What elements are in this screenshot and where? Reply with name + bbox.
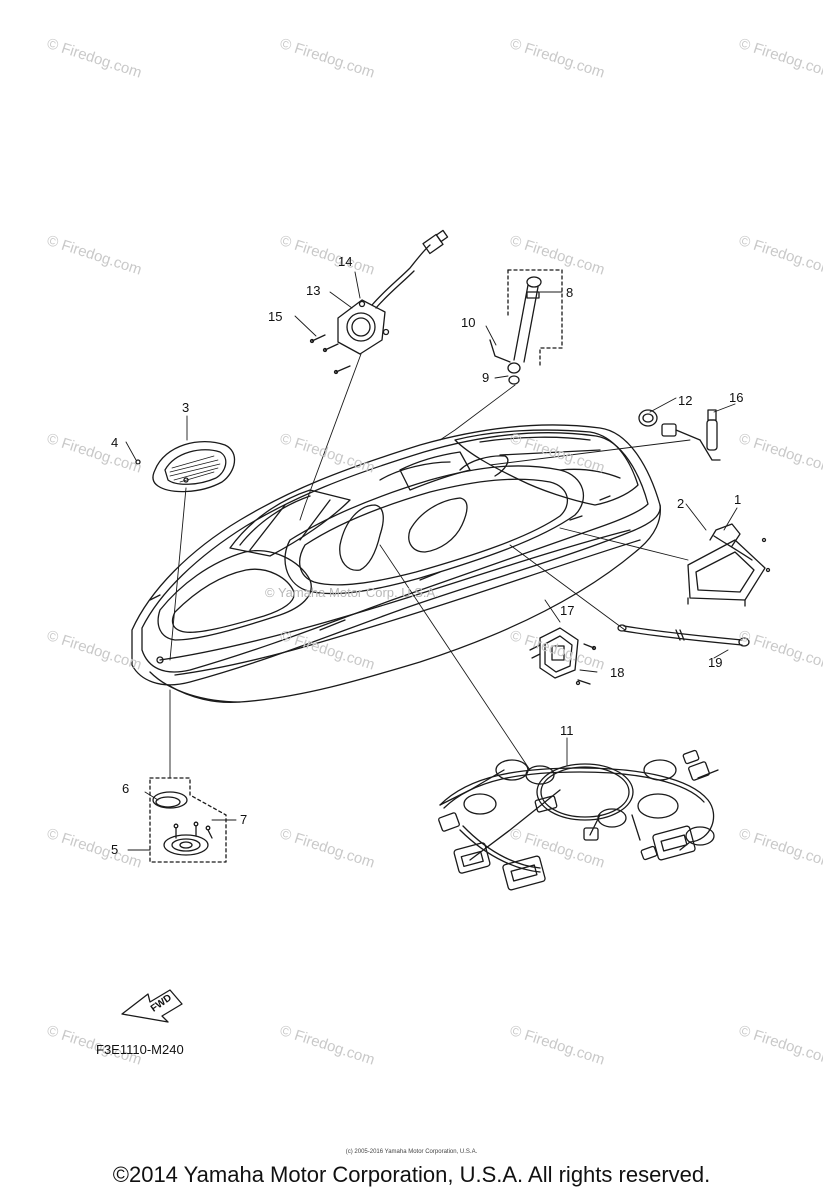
callout-9: 9 (482, 370, 490, 385)
callout-8: 8 (566, 285, 574, 300)
part-3-speaker (135, 441, 236, 493)
part-17-control-box (529, 627, 597, 686)
diagram-code: F3E1110-M240 (96, 1042, 184, 1057)
tiny-copyright: (c) 2005-2016 Yamaha Motor Corporation, … (345, 1149, 478, 1155)
callout-3: 3 (182, 400, 190, 415)
callout-7: 7 (240, 812, 248, 827)
part-11-wire-harness (438, 749, 719, 891)
center-watermark: © Yamaha Motor Corp. U.S.A. (265, 585, 439, 600)
part-5-plug-assembly (149, 777, 227, 863)
part-13-gauge-mount (309, 229, 449, 375)
part-1-battery-box (687, 523, 771, 607)
callout-16: 16 (729, 390, 744, 405)
boat-hull (131, 424, 661, 704)
callout-12: 12 (678, 393, 693, 408)
callout-1: 1 (734, 492, 742, 507)
callout-10: 10 (461, 315, 476, 330)
callout-5: 5 (111, 842, 119, 857)
callout-4: 4 (111, 435, 119, 450)
callout-13: 13 (306, 283, 321, 298)
copyright-footer: ©2014 Yamaha Motor Corporation, U.S.A. A… (112, 1162, 711, 1187)
callout-15: 15 (268, 309, 283, 324)
leader-lines (125, 271, 738, 851)
callout-19: 19 (708, 655, 723, 670)
callout-11: 11 (560, 723, 574, 738)
callout-6: 6 (122, 781, 130, 796)
part-19-cable (617, 624, 750, 647)
callout-2: 2 (677, 496, 685, 511)
callout-14: 14 (338, 254, 353, 269)
callout-17: 17 (560, 603, 575, 618)
callout-18: 18 (610, 665, 625, 680)
part-16-sensor (638, 409, 721, 461)
fwd-arrow-icon (121, 989, 183, 1023)
part-8-hose-assembly (489, 269, 563, 385)
